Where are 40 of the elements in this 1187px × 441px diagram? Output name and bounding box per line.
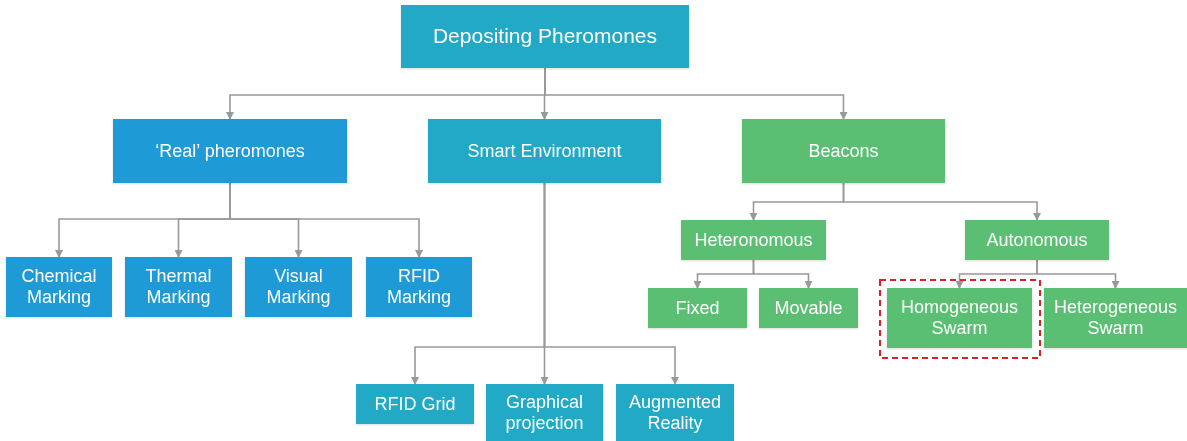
box-label: Movable xyxy=(774,297,843,319)
connector-arrow xyxy=(229,182,423,258)
box-label: Depositing Pheromones xyxy=(432,24,658,49)
box-label: Chemical Marking xyxy=(20,266,98,308)
category-box xyxy=(1044,288,1187,348)
box-label: Graphical projection xyxy=(504,391,585,434)
box-label: ‘Real’ pheromones xyxy=(155,140,305,162)
box-label: Heterogeneous Swarm xyxy=(1052,297,1179,339)
category-box xyxy=(401,5,689,68)
category-box xyxy=(428,119,661,183)
connector-arrow xyxy=(543,182,679,385)
box-label: RFID Grid xyxy=(374,393,456,415)
category-box xyxy=(887,288,1032,348)
box-label: Thermal Marking xyxy=(144,266,213,308)
category-box xyxy=(648,288,747,328)
box-label: Homogeneous Swarm xyxy=(899,297,1020,339)
box-label: Visual Marking xyxy=(265,266,332,308)
category-box xyxy=(366,257,472,317)
category-box xyxy=(759,288,858,328)
box-label: Smart Environment xyxy=(467,140,622,162)
category-box xyxy=(245,257,352,317)
category-box xyxy=(616,384,734,441)
category-box xyxy=(125,257,232,317)
category-box xyxy=(113,119,347,183)
box-label: Autonomous xyxy=(986,229,1088,251)
box-label: Augmented Reality xyxy=(627,391,723,434)
category-box xyxy=(681,220,826,260)
category-box xyxy=(356,384,474,424)
category-box xyxy=(965,220,1109,260)
box-label: Fixed xyxy=(675,297,720,319)
category-box xyxy=(742,119,945,183)
category-box xyxy=(486,384,603,441)
category-box xyxy=(6,257,112,317)
connector-arrow xyxy=(1036,259,1120,289)
box-label: RFID Marking xyxy=(386,266,452,308)
connector-arrow xyxy=(842,182,1041,221)
connector-arrow xyxy=(544,67,848,120)
connector-arrow xyxy=(752,259,813,289)
box-label: Beacons xyxy=(808,140,879,162)
box-label: Heteronomous xyxy=(694,229,813,251)
